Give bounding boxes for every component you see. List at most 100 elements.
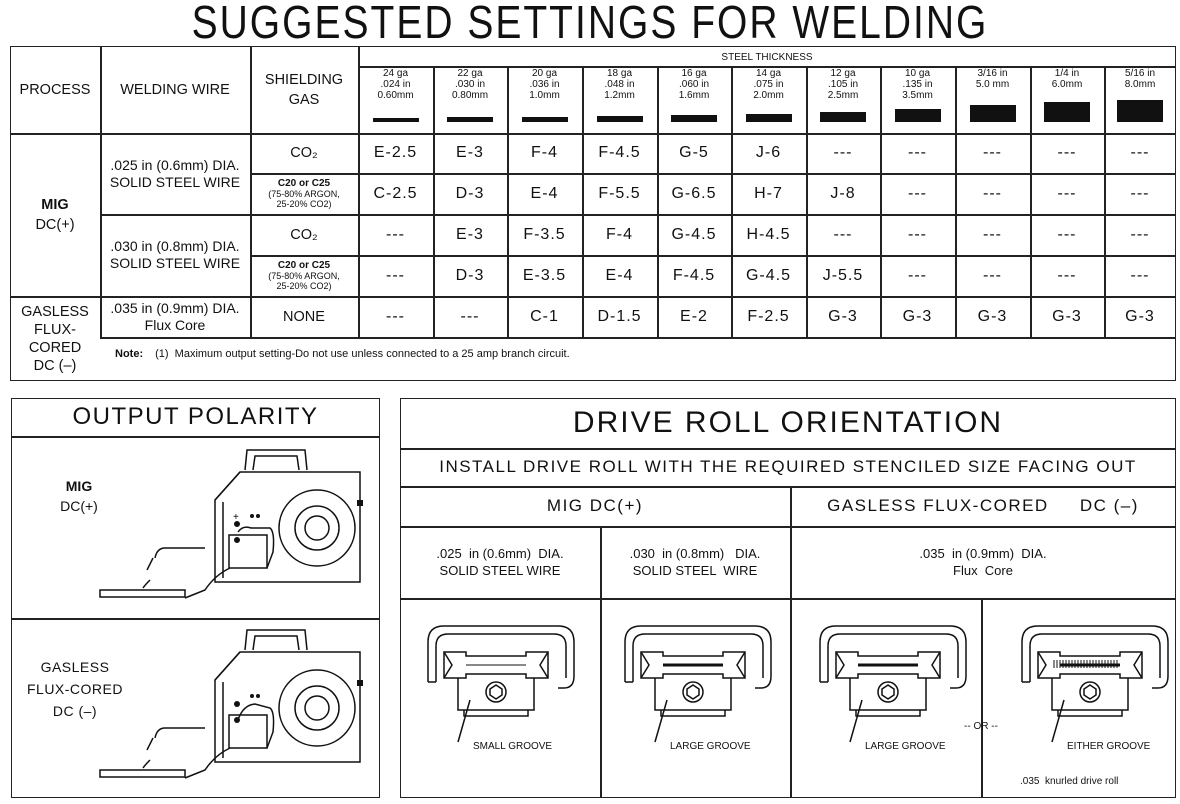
polarity-flux-line1: GASLESS [40, 659, 110, 675]
thickness-bar [820, 111, 866, 122]
drive-col2-line1: .030 in (0.8mm) DIA. [629, 546, 761, 561]
table-rule [582, 66, 584, 337]
setting-cell: F-4 [531, 144, 558, 161]
gas-co2: CO₂ [290, 226, 318, 243]
setting-cell: C-1 [530, 307, 559, 325]
setting-cell: --- [908, 266, 927, 284]
svg-text:+: + [233, 512, 239, 523]
setting-cell: E-2.5 [373, 144, 418, 161]
thickness-l1: 18 ga [606, 68, 633, 79]
drive-col3-line1: .035 in (0.9mm) DIA. [919, 546, 1047, 561]
process-flux-line4: DC (–) [33, 357, 77, 374]
setting-cell: D-3 [455, 266, 485, 284]
gas-c20-line1: C20 or C25 [277, 177, 331, 189]
polarity-flux-line3: DC (–) [52, 703, 98, 719]
setting-cell: --- [908, 225, 927, 243]
polarity-mig-line1: MIG [65, 478, 93, 494]
groove-label: EITHER GROOVE [1067, 741, 1151, 752]
table-rule [806, 66, 808, 337]
drive-roll-diagram [624, 625, 772, 743]
drive-flux-header: GASLESS FLUX-CORED DC (–) [827, 496, 1139, 515]
polarity-panel [11, 398, 380, 798]
thickness-l2: .060 in [678, 79, 710, 90]
setting-cell: G-3 [1052, 307, 1082, 325]
thickness-bar [447, 117, 493, 122]
setting-cell: --- [386, 307, 405, 325]
setting-cell: --- [1057, 184, 1077, 202]
setting-cell: E-4 [605, 266, 634, 284]
setting-cell: E-4 [530, 184, 559, 202]
thickness-bar [671, 114, 717, 122]
setting-cell: G-5 [679, 144, 709, 161]
header-process: PROCESS [19, 81, 91, 98]
knurled-note: .035 knurled drive roll [1020, 776, 1119, 787]
thickness-l3: 1.6mm [678, 90, 710, 101]
setting-cell: --- [460, 307, 480, 325]
thickness-l1: 16 ga [681, 68, 707, 79]
thickness-l1: 10 ga [904, 68, 931, 79]
gas-c20-c25: C20 or C25(75-80% ARGON,25-20% CO2) [250, 255, 358, 296]
setting-cell: G-3 [977, 307, 1008, 325]
polarity-title: OUTPUT POLARITY [72, 403, 319, 430]
table-rule [250, 173, 1176, 175]
process-flux-line3: CORED [28, 339, 82, 356]
gas-co2: CO₂ [290, 145, 318, 161]
setting-cell: --- [386, 225, 405, 243]
setting-cell: --- [983, 184, 1002, 202]
setting-cell: G-4.5 [745, 266, 791, 284]
setting-cell: G-6.5 [671, 184, 717, 202]
setting-cell: H-7 [754, 184, 783, 202]
table-rule [100, 337, 1176, 339]
setting-cell: --- [1130, 225, 1150, 243]
setting-cell: E-3 [456, 144, 484, 161]
process-mig-line1: MIG [41, 196, 69, 213]
setting-cell: --- [1130, 184, 1150, 202]
setting-cell: --- [833, 225, 853, 243]
setting-cell: --- [1057, 144, 1077, 161]
header-steel-thickness: STEEL THICKNESS [721, 51, 813, 63]
drive-col3-line2: Flux Core [953, 563, 1013, 578]
gas-none: NONE [283, 308, 325, 325]
gas-c20-line2: (75-80% ARGON, [268, 188, 340, 199]
thickness-l3: 0.60mm [377, 90, 414, 101]
setting-cell: D-1.5 [597, 307, 642, 325]
setting-cell: D-3 [455, 184, 485, 202]
gas-c20-line3: 25-20% CO2) [276, 198, 332, 209]
setting-cell: E-3.5 [522, 266, 567, 284]
thickness-bar [1044, 102, 1090, 122]
setting-cell: --- [1057, 266, 1077, 284]
thickness-bar [1117, 100, 1163, 122]
table-rule [731, 66, 733, 337]
note-label: Note: [115, 348, 144, 360]
table-rule [507, 66, 509, 337]
polarity-flux-line2: FLUX-CORED [26, 681, 123, 697]
setting-cell: --- [1057, 225, 1077, 243]
thickness-l1: 14 ga [755, 68, 782, 79]
page-title: SUGGESTED SETTINGS FOR WELDING [191, 0, 989, 49]
setting-cell: G-4.5 [671, 225, 717, 243]
table-rule [1030, 66, 1032, 337]
setting-cell: --- [908, 184, 927, 202]
table-rule [358, 66, 1176, 68]
thickness-l3: 3.5mm [902, 90, 933, 101]
drive-roll-title: DRIVE ROLL ORIENTATION [572, 406, 1004, 439]
drive-col1-line1: .025 in (0.6mm) DIA. [436, 546, 564, 561]
header-gas-line2: GAS [288, 91, 320, 108]
drive-roll-diagram [819, 625, 967, 743]
table-rule [1104, 66, 1106, 337]
setting-cell: J-6 [755, 144, 782, 161]
setting-cell: J-5.5 [822, 266, 864, 284]
table-rule [358, 46, 360, 337]
setting-cell: --- [1130, 144, 1150, 161]
setting-cell: F-4 [606, 225, 633, 243]
thickness-l2: 5.0 mm [975, 79, 1010, 90]
header-wire: WELDING WIRE [120, 81, 230, 98]
thickness-l3: 2.5mm [827, 90, 859, 101]
polarity-mig-label: MIG DC(+) [24, 476, 134, 516]
setting-cell: H-4.5 [746, 225, 791, 243]
thickness-l1: 24 ga [382, 68, 409, 79]
table-rule [880, 66, 882, 337]
